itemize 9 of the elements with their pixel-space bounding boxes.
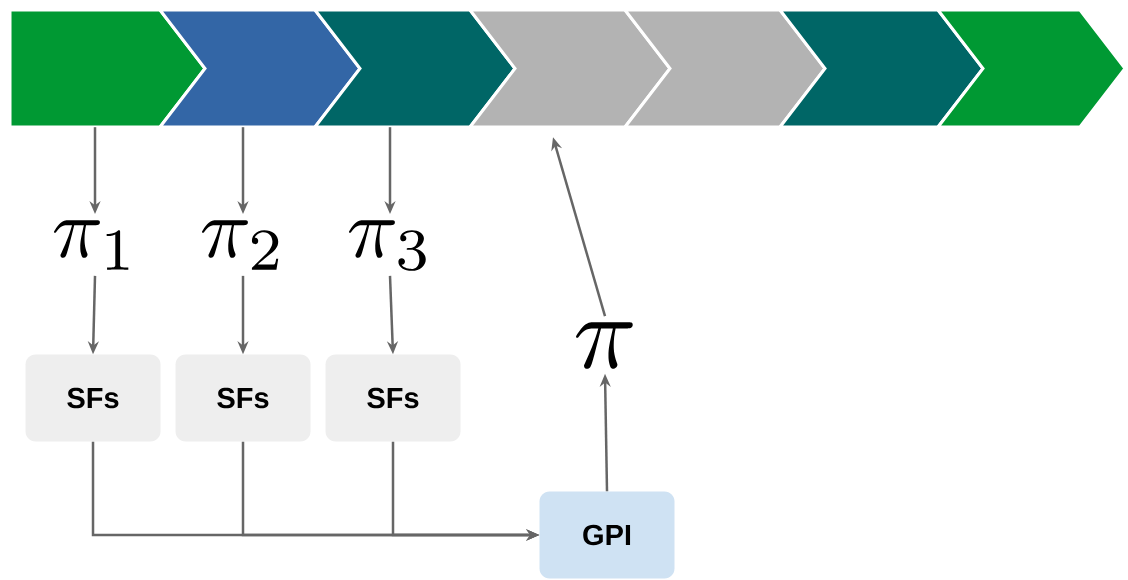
formula-label: $\pi$ [576,322,633,369]
formula-label: $\pi_2$ [202,220,279,270]
process-box: SFs [325,354,461,442]
formula-label: $\pi_3$ [349,220,426,271]
formula-label: $\pi_1$ [54,220,129,270]
process-box: GPI [539,491,675,579]
process-box: SFs [175,354,311,442]
process-step [934,8,1127,129]
process-box: SFs [25,354,161,442]
